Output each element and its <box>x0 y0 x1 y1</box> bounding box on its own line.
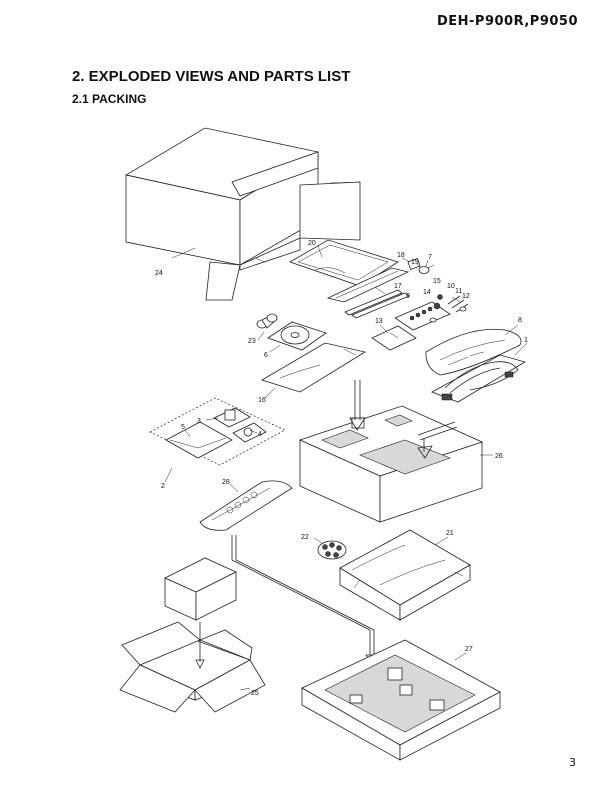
trim-strips <box>326 258 435 319</box>
panel-bag <box>289 239 399 287</box>
part-label-7: 7 <box>428 254 432 261</box>
part-label-21: 21 <box>446 530 454 537</box>
part-label-4: 4 <box>258 431 262 438</box>
part-label-17: 17 <box>394 283 402 290</box>
part-label-27: 27 <box>465 646 473 653</box>
main-unit-bag <box>339 529 471 621</box>
part-label-24: 24 <box>155 270 163 277</box>
part-label-20: 20 <box>308 240 316 247</box>
cylinder-and-disc <box>256 313 327 351</box>
part-label-13: 13 <box>375 318 383 325</box>
part-label-5: 5 <box>181 424 185 431</box>
accessory-group <box>149 397 286 466</box>
part-label-6: 6 <box>264 352 268 359</box>
remote-control <box>199 480 293 531</box>
part-labels: 8 1 2 3 4 5 6 7 9 10 11 12 13 14 15 16 1… <box>155 240 528 697</box>
part-label-28: 28 <box>222 479 230 486</box>
part-label-16: 16 <box>258 397 266 404</box>
leader-lines <box>164 245 528 691</box>
cable-harness <box>431 354 527 403</box>
page-number: 3 <box>569 756 576 769</box>
part-label-11: 11 <box>455 288 462 295</box>
part-label-3: 3 <box>197 418 201 425</box>
part-label-25: 25 <box>251 690 259 697</box>
part-label-23: 23 <box>248 338 256 345</box>
section-title: 2. EXPLODED VIEWS AND PARTS LIST <box>72 68 351 85</box>
section-subtitle: 2.1 PACKING <box>72 92 147 106</box>
part-label-26: 26 <box>495 453 503 460</box>
card-13 <box>371 325 417 351</box>
guide-lines <box>231 535 379 665</box>
foam-tray-upper <box>298 380 484 523</box>
part-label-2: 2 <box>161 483 165 490</box>
part-label-22: 22 <box>301 534 309 541</box>
part-label-15: 15 <box>433 278 441 285</box>
part-label-1: 1 <box>524 337 528 344</box>
part-label-19: 19 <box>411 259 419 266</box>
bag-16 <box>261 342 367 393</box>
part-label-12: 12 <box>462 293 470 300</box>
part-label-10: 10 <box>447 283 455 290</box>
foam-tray-lower <box>301 639 501 761</box>
harness-bag <box>425 328 522 376</box>
model-number: DEH-P900R,P9050 <box>436 14 578 29</box>
part-label-8: 8 <box>518 317 522 324</box>
outer-carton-sleeve <box>124 127 361 301</box>
screws-and-bushings <box>394 294 469 331</box>
connector-bundle <box>317 540 347 560</box>
part-label-18: 18 <box>397 252 405 259</box>
shipping-carton <box>119 557 266 713</box>
part-label-14: 14 <box>423 289 431 296</box>
part-label-9: 9 <box>406 293 410 300</box>
